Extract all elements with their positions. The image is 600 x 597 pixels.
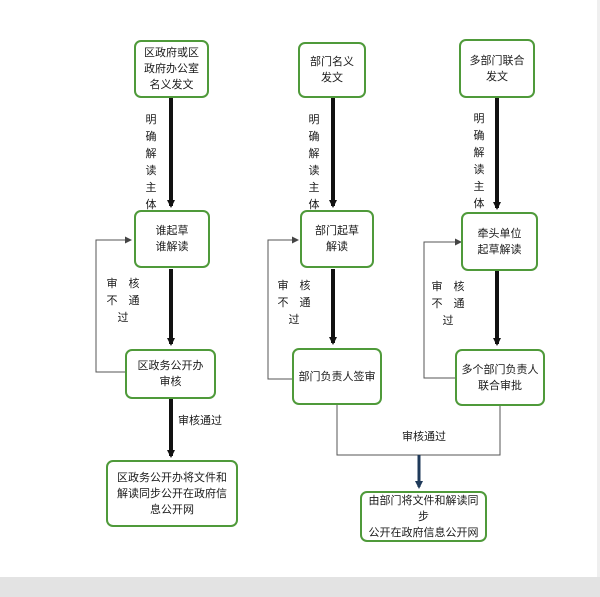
c3-reject-loop: [423, 238, 462, 379]
c1-subject-label: 明 确 解 读 主 体: [145, 113, 157, 211]
c3-start-box: 多部门联合 发文: [459, 39, 535, 98]
c23-pass-label: 审核通过: [402, 430, 446, 443]
c1-pass-label: 审核通过: [178, 414, 222, 427]
c1-start-box: 区政府或区 政府办公室 名义发文: [134, 40, 209, 98]
c1-reject-label: 审 核 不 通 过: [106, 277, 140, 324]
c3-reject-label: 审 核 不 通 过: [431, 280, 465, 327]
c2-reject-label: 审 核 不 通 过: [277, 279, 311, 326]
c1-publish-box: 区政务公开办将文件和 解读同步公开在政府信 息公开网: [106, 460, 238, 527]
c3-subject-label: 明 确 解 读 主 体: [473, 112, 485, 210]
c2-reject-loop: [267, 236, 299, 380]
c2-draft-box: 部门起草 解读: [300, 210, 374, 268]
page-right-edge: [597, 0, 600, 577]
c2-subject-label: 明 确 解 读 主 体: [308, 113, 320, 211]
c2-review-box: 部门负责人签审: [292, 348, 382, 405]
bottom-bar: [0, 577, 600, 597]
c3-draft-box: 牵头单位 起草解读: [461, 212, 538, 271]
c1-reject-loop: [95, 236, 132, 373]
c1-review-box: 区政务公开办 审核: [125, 349, 216, 399]
c3-review-box: 多个部门负责人 联合审批: [455, 349, 545, 406]
c2-start-box: 部门名义 发文: [298, 42, 366, 98]
c23-publish-box: 由部门将文件和解读同步 公开在政府信息公开网: [360, 491, 487, 542]
c1-draft-box: 谁起草 谁解读: [134, 210, 210, 268]
